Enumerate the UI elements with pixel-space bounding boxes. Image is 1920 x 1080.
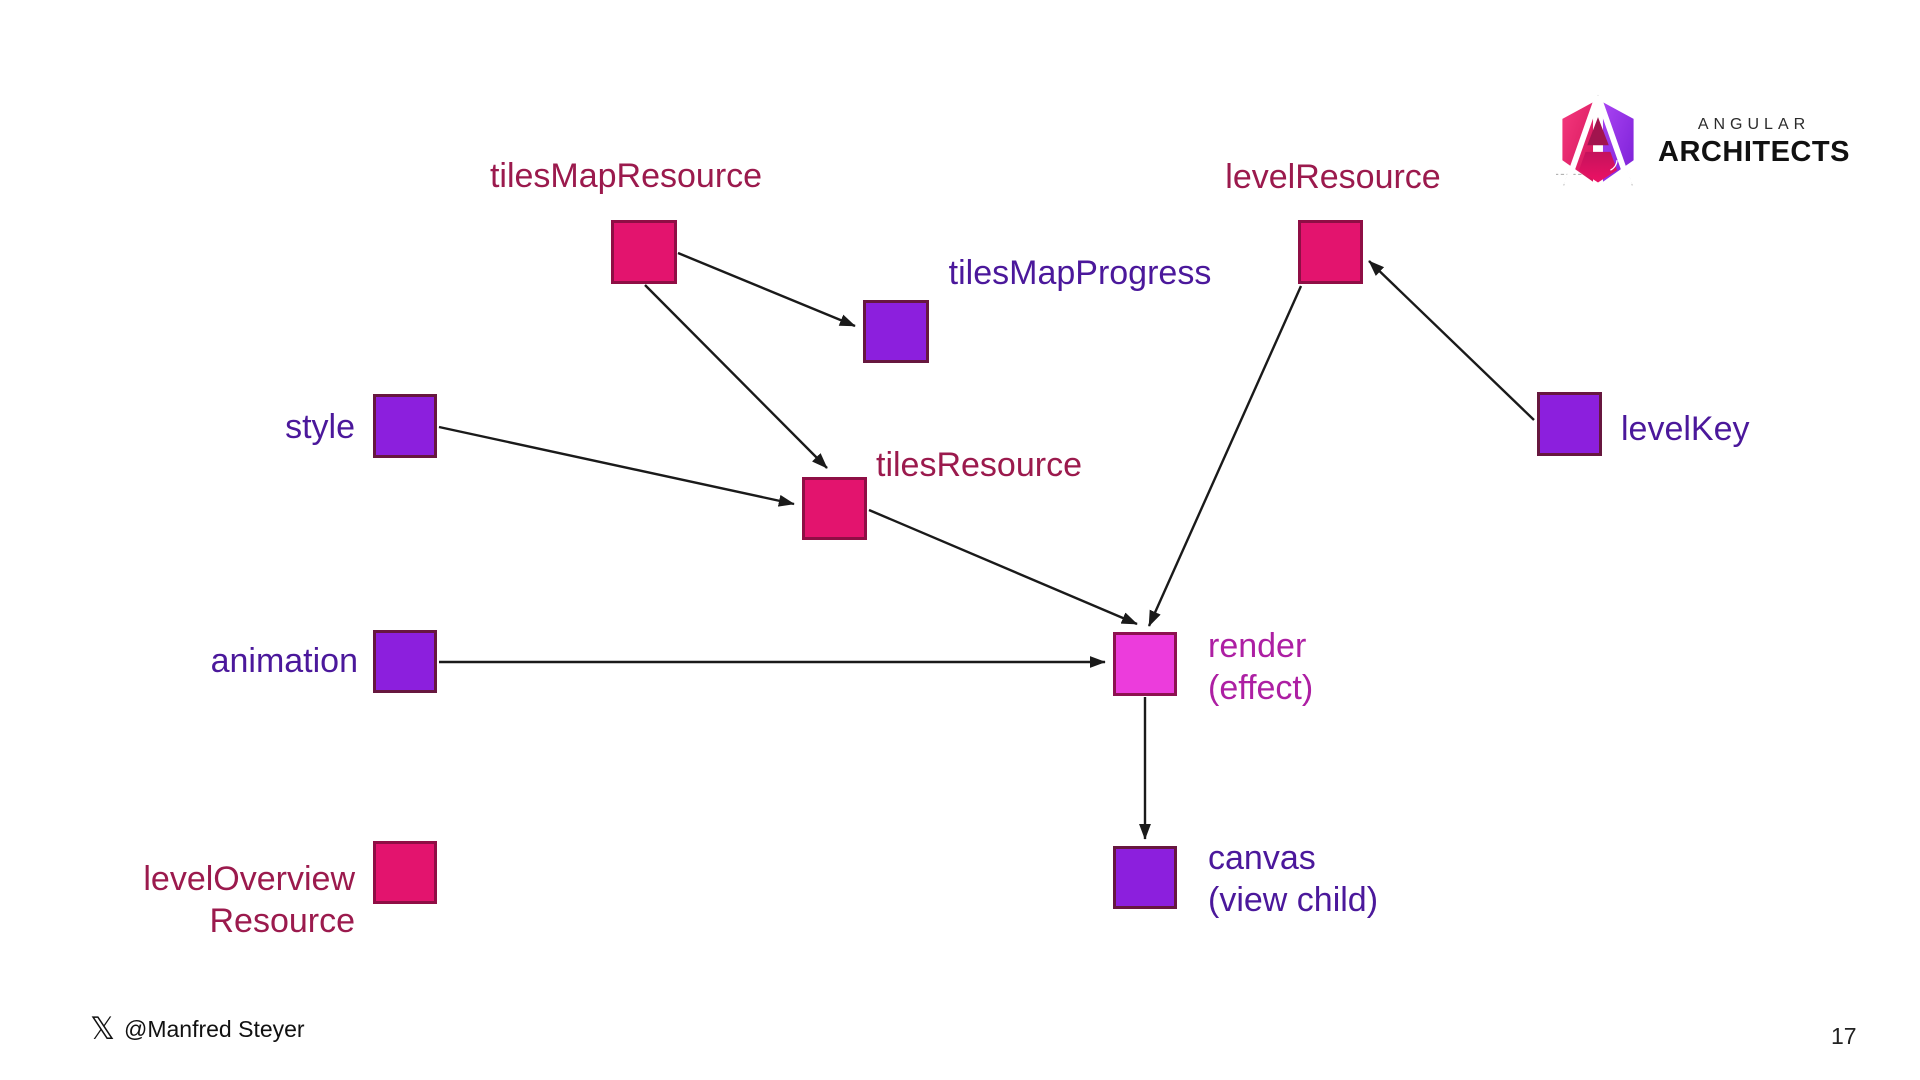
x-twitter-icon: 𝕏 (90, 1011, 115, 1046)
edge-style-to-tilesResource (438, 425, 795, 507)
node-label-levelResource: levelResource (1225, 158, 1441, 196)
node-label-style: style (285, 408, 355, 446)
node-tilesMapResource (611, 220, 677, 284)
node-label-levelOverviewResource: levelOverview Resource (143, 860, 355, 940)
node-label-tilesResource: tilesResource (876, 446, 1082, 484)
author-attribution: 𝕏 @Manfred Steyer (90, 1012, 305, 1046)
edge-levelKey-to-levelResource (1368, 260, 1535, 421)
node-tilesResource (802, 477, 867, 540)
node-render (1113, 632, 1177, 696)
edge-levelResource-to-render (1147, 285, 1303, 627)
node-animation (373, 630, 437, 693)
author-handle: @Manfred Steyer (123, 1015, 305, 1042)
node-canvas (1113, 846, 1177, 909)
node-label-tilesMapProgress: tilesMapProgress (948, 254, 1212, 292)
node-levelResource (1298, 220, 1363, 284)
logo-wordmark: ANGULAR ARCHITECTS (1652, 116, 1856, 169)
node-levelKey (1537, 392, 1602, 456)
logo-line-angular: ANGULAR (1697, 115, 1811, 133)
logo-line-architects: ARCHITECTS (1658, 135, 1850, 168)
node-label-canvas: canvas (view child) (1208, 839, 1379, 919)
edge-tilesResource-to-render (868, 508, 1138, 626)
angular-architects-logo: ANGULAR ARCHITECTS (1556, 94, 1856, 190)
node-label-levelKey: levelKey (1621, 410, 1750, 448)
node-label-render: render (effect) (1208, 627, 1314, 707)
node-label-animation: animation (210, 642, 358, 680)
node-style (373, 394, 437, 458)
edge-tilesMapResource-to-tilesMapProgress (677, 251, 856, 328)
node-label-tilesMapResource: tilesMapResource (489, 157, 763, 195)
node-levelOverviewResource (373, 841, 437, 904)
edge-tilesMapResource-to-tilesResource (644, 284, 828, 469)
angular-architects-logo-icon (1556, 94, 1634, 187)
node-tilesMapProgress (863, 300, 929, 363)
page-number: 17 (1831, 1023, 1857, 1049)
